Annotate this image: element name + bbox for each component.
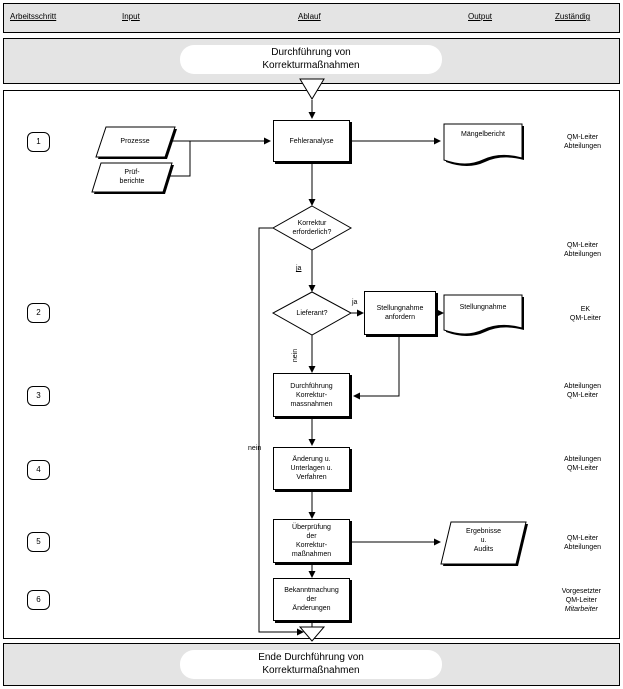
ergebnisse-line-3: Audits [473, 546, 494, 553]
output-ergebnisse-shape-face [440, 521, 527, 565]
output-stellungnahme-label: Stellungnahme [459, 304, 507, 311]
step-marker-5: 5 [27, 532, 50, 552]
process-durchfuehrung: Durchführung Korrektur- massnahmen [273, 373, 350, 417]
resp6-line-1: Vorgesetzter [561, 588, 601, 595]
resp1-line-1: QM-Leiter [566, 134, 599, 141]
responsible-step-1: QM-Leiter Abteilungen [564, 133, 601, 151]
resp5-line-2: Abteilungen [564, 544, 601, 551]
ueberpruefung-line-1: Überprüfung [292, 524, 331, 531]
header-input: Input [122, 12, 140, 21]
resp6-line-2: QM-Leiter [565, 597, 597, 604]
start-title-line-1: Durchführung von [271, 47, 351, 58]
end-title: Ende Durchführung von Korrekturmaßnahmen [180, 650, 442, 679]
edge-korrektur-nein-end [258, 227, 304, 636]
header-zustaendig: Zuständig [555, 12, 591, 21]
durchfuehrung-line-2: Korrektur- [295, 391, 328, 399]
responsible-step-4: Abteilungen QM-Leiter [564, 455, 601, 473]
input-prozesse-shape-face [95, 126, 176, 158]
resp6-line-3: Mitarbeiter [564, 606, 598, 613]
end-title-line-1: Ende Durchführung von [258, 652, 364, 663]
ueberpruefung-line-3: Korrektur- [295, 542, 328, 549]
output-maengelbericht-shape-face [443, 123, 523, 165]
start-title-line-2: Korrekturmaßnahmen [262, 60, 360, 71]
decision-korrektur-shape [271, 205, 353, 251]
bekanntmachung-line-2: der [306, 596, 317, 603]
ergebnisse-line-1: Ergebnisse [465, 528, 502, 535]
bekanntmachung-line-1: Bekanntmachung [284, 587, 339, 594]
responsible-step-5: QM-Leiter Abteilungen [564, 534, 601, 552]
resp2-line-2: QM-Leiter [569, 315, 601, 322]
end-connector [298, 626, 326, 642]
input-pruefberichte-shape-face [91, 162, 173, 193]
end-title-line-2: Korrekturmaßnahmen [262, 665, 360, 676]
edge-label-ja-korrektur: ja [296, 265, 302, 272]
header-output: Output [468, 12, 493, 21]
durchfuehrung-line-3: massnahmen [290, 400, 333, 408]
step-marker-1: 1 [27, 132, 50, 152]
decision-lieferant-shape [271, 291, 353, 336]
input-prozesse-label: Prozesse [120, 138, 150, 145]
edge-pruefberichte-fehleranalyse [170, 141, 191, 177]
edge-label-nein-korrektur: nein [248, 445, 262, 452]
output-maengelbericht-label: Mängelbericht [461, 131, 505, 138]
aenderung-line-3: Verfahren [296, 474, 327, 481]
aenderung-line-2: Unterlagen u. [290, 465, 333, 472]
process-fehleranalyse: Fehleranalyse [273, 120, 350, 162]
ueberpruefung-line-4: maßnahmen [291, 551, 332, 558]
start-title: Durchführung von Korrekturmaßnahmen [180, 45, 442, 74]
decision-korrektur-label: Korrektur erforderlich? [278, 219, 346, 237]
resp3-line-1: Abteilungen [564, 383, 601, 390]
edge-stellungnahme-durchfuehrung [353, 336, 400, 400]
responsible-step-2: EK QM-Leiter [570, 305, 601, 323]
process-ueberpruefung: Überprüfung der Korrektur- maßnahmen [273, 519, 350, 563]
resp-decision-line-2: Abteilungen [564, 251, 601, 258]
resp5-line-1: QM-Leiter [566, 535, 599, 542]
resp-decision-line-1: QM-Leiter [566, 242, 599, 249]
header-ablauf: Ablauf [298, 12, 321, 21]
step-marker-4: 4 [27, 460, 50, 480]
durchfuehrung-line-1: Durchführung [290, 382, 333, 390]
process-stellungnahme-anfordern: Stellungnahme anfordern [364, 291, 436, 335]
start-connector [299, 78, 325, 100]
step-marker-2: 2 [27, 303, 50, 323]
ueberpruefung-line-2: der [306, 533, 317, 540]
aenderung-line-1: Änderung u. [292, 456, 331, 463]
resp2-line-1: EK [580, 306, 591, 313]
process-bekanntmachung: Bekanntmachung der Änderungen [273, 578, 350, 621]
step-marker-6: 6 [27, 590, 50, 610]
responsible-step-6: Vorgesetzter QM-Leiter Mitarbeiter [562, 587, 601, 614]
bekanntmachung-line-3: Änderungen [292, 605, 331, 612]
input-pruefberichte-label: Prüf- berichte [96, 168, 168, 186]
stellungnahme-anfordern-line-1: Stellungnahme [376, 305, 424, 312]
output-ergebnisse-label: Ergebnisse u. Audits [446, 527, 521, 554]
korrektur-line-1: Korrektur [297, 220, 327, 227]
resp3-line-2: QM-Leiter [566, 392, 599, 399]
korrektur-line-2: erforderlich? [292, 229, 332, 236]
pruefberichte-line-1: Prüf- [124, 169, 140, 176]
stellungnahme-anfordern-line-2: anfordern [385, 314, 415, 321]
resp4-line-1: Abteilungen [564, 456, 601, 463]
ergebnisse-line-2: u. [480, 537, 487, 544]
column-header-band [3, 3, 620, 33]
header-arbeitsschritt: Arbeitsschritt [10, 12, 57, 21]
responsible-step-3: Abteilungen QM-Leiter [564, 382, 601, 400]
pruefberichte-line-2: berichte [119, 178, 145, 185]
edge-label-ja-lieferant: ja [352, 299, 358, 306]
resp4-line-2: QM-Leiter [566, 465, 599, 472]
responsible-decision: QM-Leiter Abteilungen [564, 241, 601, 259]
decision-lieferant-label: Lieferant? [296, 310, 328, 317]
output-stellungnahme-shape-face [443, 294, 523, 335]
step-marker-3: 3 [27, 386, 50, 406]
resp1-line-2: Abteilungen [564, 143, 601, 150]
edge-label-nein-lieferant: nein [292, 348, 300, 363]
process-aenderung: Änderung u. Unterlagen u. Verfahren [273, 447, 350, 490]
